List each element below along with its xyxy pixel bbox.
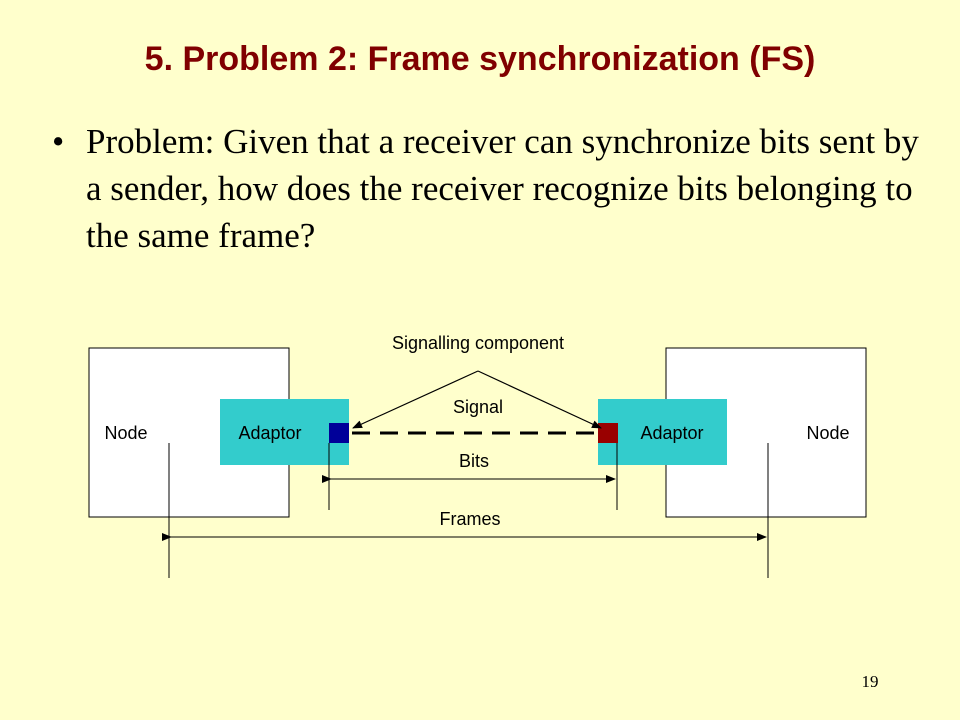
left-adaptor-label: Adaptor <box>238 423 301 443</box>
signal-label: Signal <box>453 397 503 417</box>
right-port <box>598 423 618 443</box>
problem-bullet: • Problem: Given that a receiver can syn… <box>52 118 932 259</box>
left-port <box>329 423 349 443</box>
bullet-marker: • <box>52 122 65 161</box>
right-node-label: Node <box>806 423 849 443</box>
frames-label: Frames <box>439 509 500 529</box>
left-node-label: Node <box>104 423 147 443</box>
right-adaptor-label: Adaptor <box>640 423 703 443</box>
signalling-component-label: Signalling component <box>392 333 564 353</box>
page-number: 19 <box>861 672 879 691</box>
bits-label: Bits <box>459 451 489 471</box>
left-adaptor-box <box>220 399 349 465</box>
right-adaptor-box <box>598 399 727 465</box>
signalling-pointer-right <box>477 370 602 429</box>
right-node-box <box>665 347 867 518</box>
signalling-pointer-left <box>352 370 479 429</box>
problem-statement: Problem: Given that a receiver can synch… <box>86 122 919 255</box>
slide-title: 5. Problem 2: Frame synchronization (FS) <box>144 40 816 78</box>
